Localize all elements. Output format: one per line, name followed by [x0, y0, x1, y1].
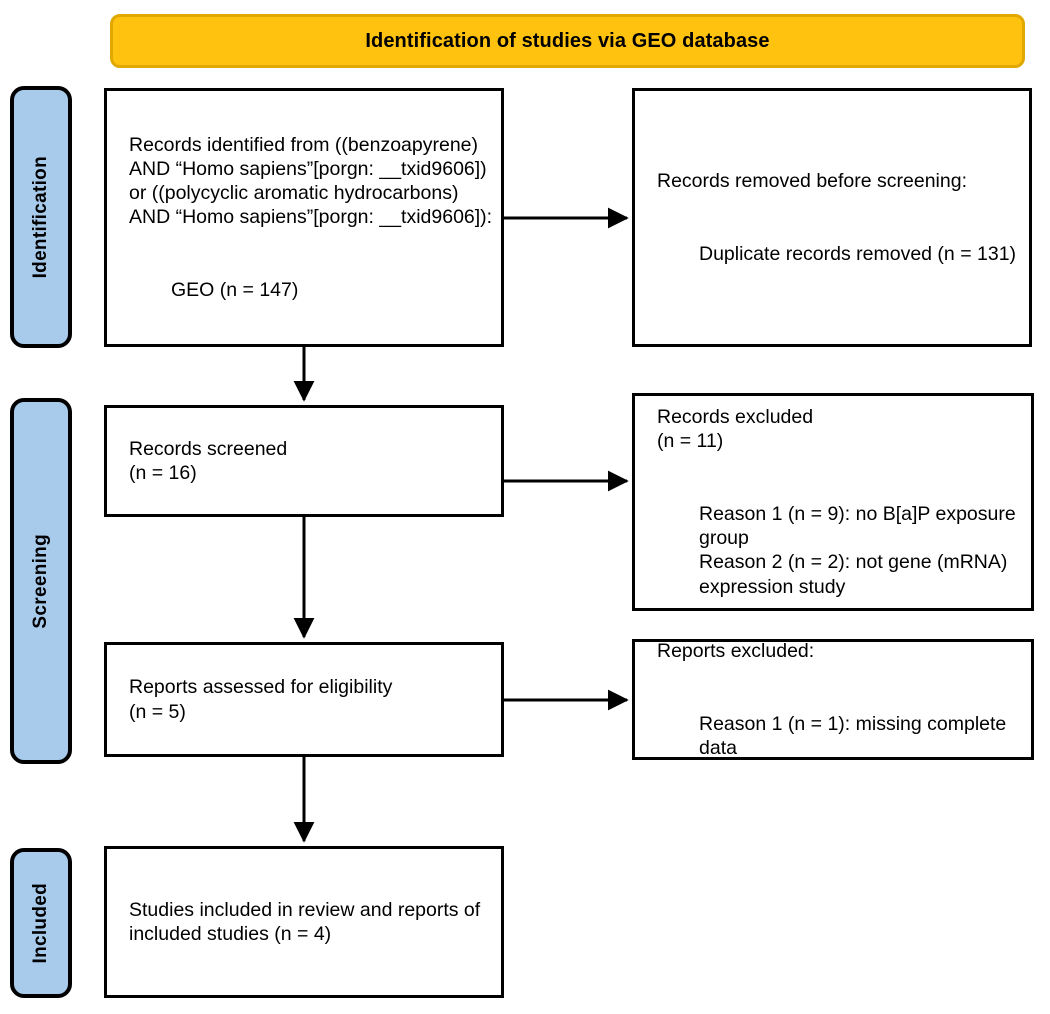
stage-label-included-text: Included — [30, 882, 51, 964]
box-reports-excluded-main: Reports excluded: — [657, 640, 815, 663]
box-reports-assessed-main: Reports assessed for eligibility (n = 5) — [129, 676, 393, 723]
box-reports-excluded-sub: Reason 1 (n = 1): missing complete data — [699, 712, 1012, 759]
box-records-removed: Records removed before screening: Duplic… — [632, 88, 1032, 347]
box-studies-included: Studies included in review and reports o… — [104, 846, 504, 998]
stage-label-identification-text: Identification — [30, 155, 51, 279]
box-records-identified-sub: GEO (n = 147) — [171, 278, 299, 301]
box-records-screened: Records screened (n = 16) — [104, 405, 504, 517]
header-banner: Identification of studies via GEO databa… — [110, 14, 1025, 68]
box-records-excluded-sub: Reason 1 (n = 9): no B[a]P exposure grou… — [699, 503, 1016, 598]
box-records-identified: Records identified from ((benzoapyrene) … — [104, 88, 504, 347]
box-studies-included-main: Studies included in review and reports o… — [129, 898, 486, 945]
box-records-removed-sub: Duplicate records removed (n = 131) — [699, 242, 1017, 265]
stage-label-screening-text: Screening — [30, 533, 51, 629]
box-records-screened-main: Records screened (n = 16) — [129, 437, 288, 484]
box-reports-assessed-for-eligibility: Reports assessed for eligibility (n = 5) — [104, 642, 504, 757]
stage-label-included: Included — [10, 848, 72, 998]
stage-label-screening: Screening — [10, 398, 72, 764]
box-reports-excluded: Reports excluded: Reason 1 (n = 1): miss… — [632, 639, 1034, 760]
box-records-excluded-main: Records excluded (n = 11) — [657, 406, 814, 453]
box-records-excluded: Records excluded (n = 11) Reason 1 (n = … — [632, 393, 1034, 611]
page-title: Identification of studies via GEO databa… — [365, 30, 770, 52]
box-records-removed-main: Records removed before screening: — [657, 170, 967, 193]
stage-label-identification: Identification — [10, 86, 72, 348]
box-records-identified-main: Records identified from ((benzoapyrene) … — [129, 133, 493, 229]
